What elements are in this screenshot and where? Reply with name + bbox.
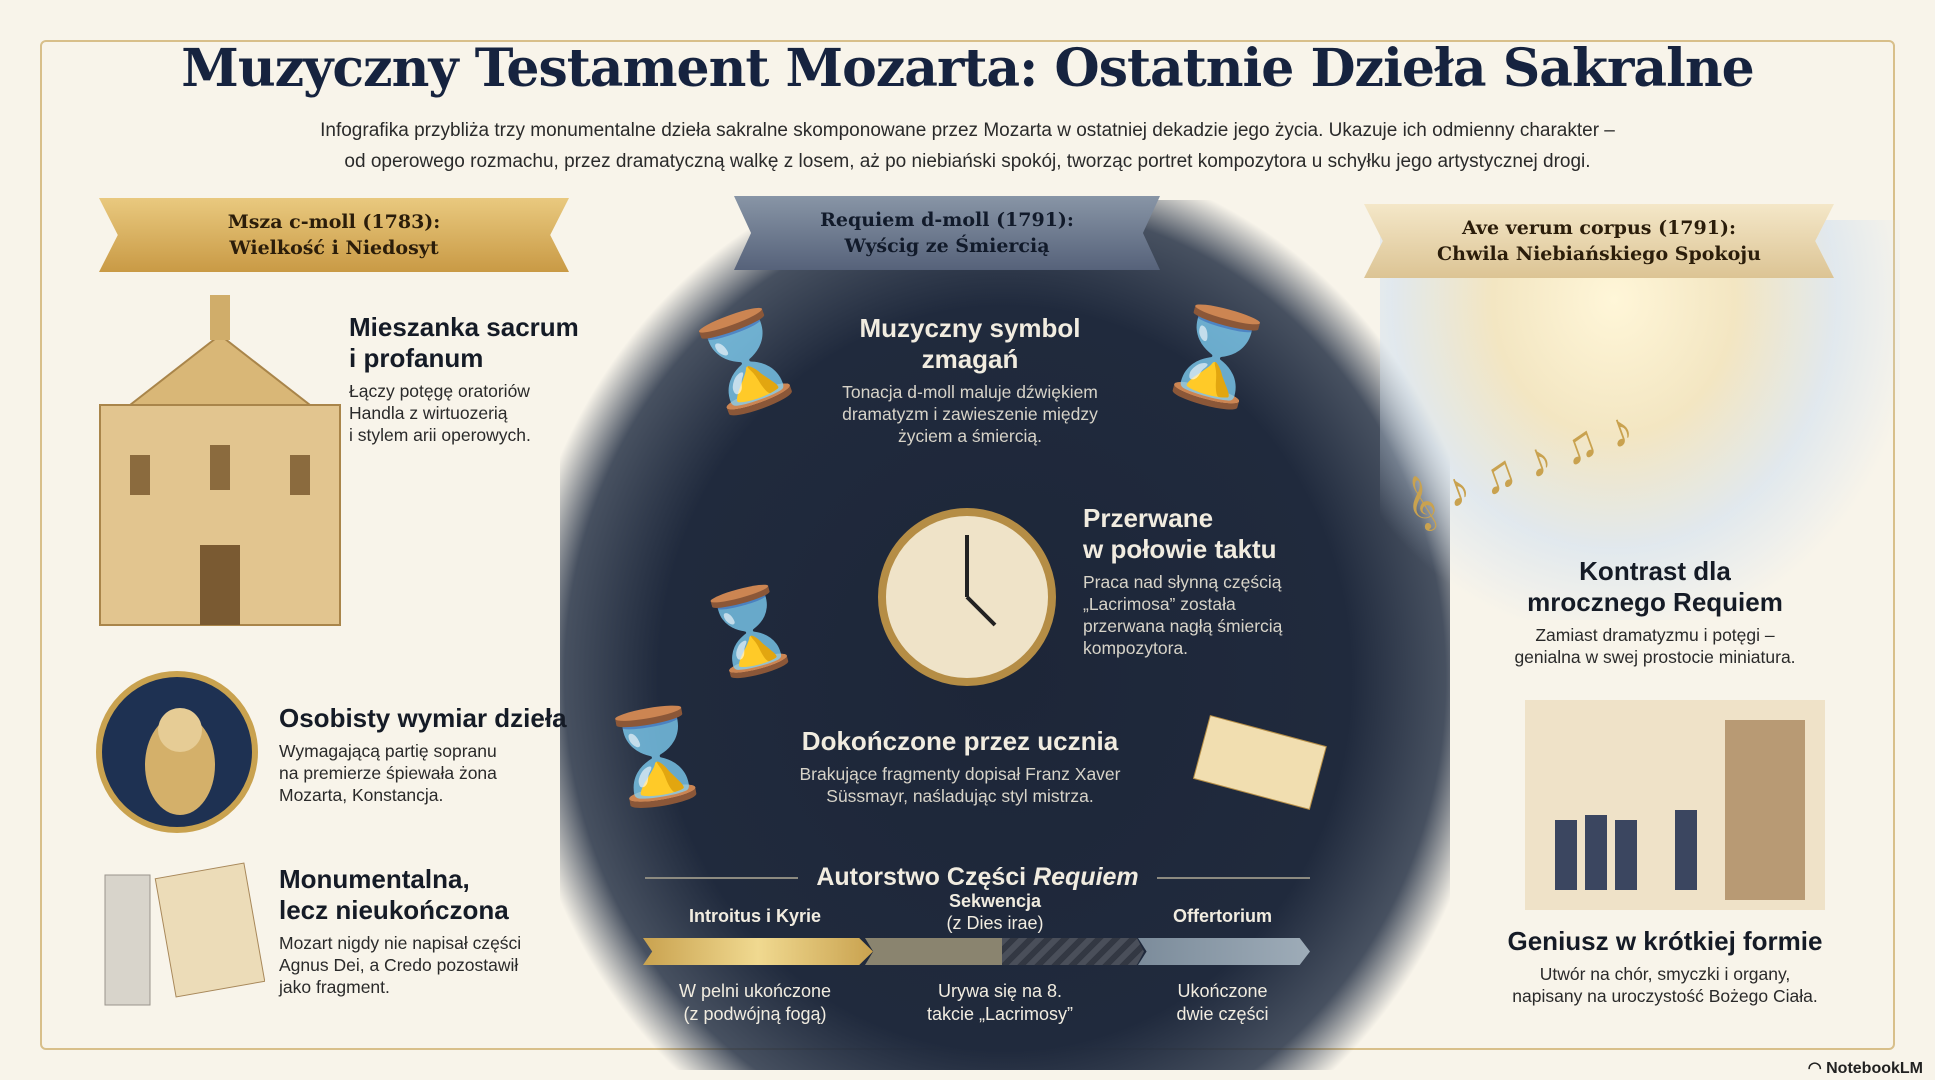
text-line: genialna w swej prostocie miniatura. (1514, 647, 1796, 667)
text-line: kompozytora. (1083, 638, 1189, 658)
hourglass-icon: ⌛ (592, 699, 720, 817)
note-line: dwie części (1176, 1004, 1269, 1024)
note-line: (z podwójną fogą) (683, 1004, 827, 1024)
title-italic: Requiem (1033, 863, 1139, 891)
note-line: Ukończone (1177, 981, 1268, 1001)
notebooklm-brand: ◠ NotebookLM (1808, 1058, 1923, 1078)
intro-line: od operowego rozmachu, przez dramatyczną… (344, 151, 1591, 172)
banner-line: Wyścig ze Śmiercią (844, 235, 1050, 257)
text-line: Tonacja d-moll maluje dźwiękiem (842, 382, 1098, 402)
text-line: na premierze śpiewała żona (279, 763, 497, 783)
text-line: jako fragment. (279, 977, 390, 997)
heading-line: Muzyczny symbol (859, 313, 1081, 343)
timeline-label: Introitus i Kyrie (688, 906, 822, 926)
timeline-note: Ukończone dwie części (1140, 980, 1305, 1026)
text-line: i stylem arii operowych. (349, 425, 531, 445)
item-personal: Osobisty wymiar dzieła Wymagającą partię… (279, 703, 567, 806)
timeline-segment-offertorium (1138, 938, 1310, 965)
notebooklm-logo-icon: ◠ (1807, 1060, 1827, 1077)
heading-line: w połowie taktu (1083, 534, 1277, 564)
timeline-segment-complete (643, 938, 873, 965)
banner-line: Chwila Niebiańskiego Spokoju (1437, 243, 1761, 265)
banner-requiem: Requiem d-moll (1791): Wyścig ze Śmiercią (734, 196, 1160, 270)
heading-line: Kontrast dla (1579, 556, 1731, 586)
banner-line: Requiem d-moll (1791): (820, 209, 1074, 231)
text-line: Mozart nigdy nie napisał części (279, 933, 522, 953)
timeline-segment-partial (865, 938, 1002, 965)
heading-line: Mieszanka sacrum (349, 312, 579, 342)
brand-name: NotebookLM (1826, 1060, 1923, 1077)
banner-line: Ave verum corpus (1791): (1462, 217, 1736, 239)
heading-line: mrocznego Requiem (1527, 587, 1783, 617)
konstanze-medallion (96, 671, 258, 833)
note-line: Urywa się na 8. (937, 981, 1063, 1001)
text-line: Mozarta, Konstancja. (279, 785, 444, 805)
broken-clock-icon (878, 508, 1056, 686)
intro-text: Infografika przybliża trzy monumentalne … (200, 115, 1735, 177)
item-unfinished: Monumentalna,lecz nieukończona Mozart ni… (279, 864, 521, 998)
timeline-note: W pelni ukończone (z podwójną fogą) (650, 980, 860, 1026)
item-completed: Dokończone przez ucznia Brakujące fragme… (740, 726, 1180, 807)
text-line: dramatyzm i zawieszenie między (842, 404, 1098, 424)
heading-line: Przerwane (1083, 503, 1214, 533)
timeline-label: Sekwencja(z Dies irae) (905, 890, 1085, 934)
heading: Dokończone przez ucznia (801, 726, 1119, 756)
divider (645, 876, 799, 879)
text-line: „Lacrimosa” została (1083, 594, 1236, 614)
choir-and-organ-illustration (1525, 700, 1825, 910)
text-line: Praca nad słynną częścią (1083, 572, 1282, 592)
heading-line: lecz nieukończona (279, 895, 509, 925)
text-line: Utwór na chór, smyczki i organy, (1539, 964, 1791, 984)
baroque-church-illustration (99, 295, 341, 626)
text-line: Wymagającą partię sopranu (279, 741, 497, 761)
intro-line: Infografika przybliża trzy monumentalne … (320, 120, 1615, 141)
heading-line: i profanum (349, 343, 484, 373)
text-line: Łączy potęgę oratoriów (349, 381, 530, 401)
title-text: Autorstwo Części (816, 863, 1034, 891)
timeline-label: Offertorium (1173, 906, 1272, 926)
page-title: Muzyczny Testament Mozarta: Ostatnie Dzi… (181, 38, 1754, 99)
heading-line: Monumentalna, (279, 864, 470, 894)
label-line: Sekwencja (948, 891, 1042, 911)
heading-line: zmagań (921, 344, 1019, 374)
item-short-form: Geniusz w krótkiej formie Utwór na chór,… (1470, 926, 1860, 1007)
text-line: Süssmayr, naśladując styl mistrza. (826, 786, 1094, 806)
text-line: przerwana nagłą śmiercią (1083, 616, 1283, 636)
broken-column-and-score (104, 862, 265, 1006)
timeline-note: Urywa się na 8. takcie „Lacrimosy” (900, 980, 1100, 1026)
text-line: Zamiast dramatyzmu i potęgi – (1535, 625, 1775, 645)
timeline-title: Autorstwo Części Requiem (816, 862, 1138, 893)
heading: Geniusz w krótkiej formie (1507, 926, 1823, 956)
divider (1156, 876, 1311, 879)
timeline-segment-missing (1002, 938, 1144, 965)
heading: Osobisty wymiar dzieła (279, 703, 567, 733)
text-line: Agnus Dei, a Credo pozostawił (279, 955, 519, 975)
banner-line: Wielkość i Niedosyt (229, 237, 439, 259)
banner-line: Msza c-moll (1783): (227, 211, 441, 233)
heavenly-light (1380, 220, 1900, 620)
banner-ave-verum: Ave verum corpus (1791): Chwila Niebiańsk… (1364, 204, 1834, 278)
note-line: W pelni ukończone (678, 981, 832, 1001)
text-line: Brakujące fragmenty dopisał Franz Xaver (799, 764, 1121, 784)
text-line: Handla z wirtuozerią (349, 403, 508, 423)
text-line: napisany na uroczystość Bożego Ciała. (1512, 986, 1818, 1006)
note-line: takcie „Lacrimosy” (926, 1004, 1074, 1024)
text-line: życiem a śmiercią. (898, 426, 1042, 446)
hands-passing-score (1192, 714, 1327, 811)
label-line: (z Dies irae) (946, 913, 1044, 933)
banner-mass-c-minor: Msza c-moll (1783): Wielkość i Niedosyt (99, 198, 569, 272)
timeline-header: Autorstwo Części Requiem (645, 862, 1311, 893)
